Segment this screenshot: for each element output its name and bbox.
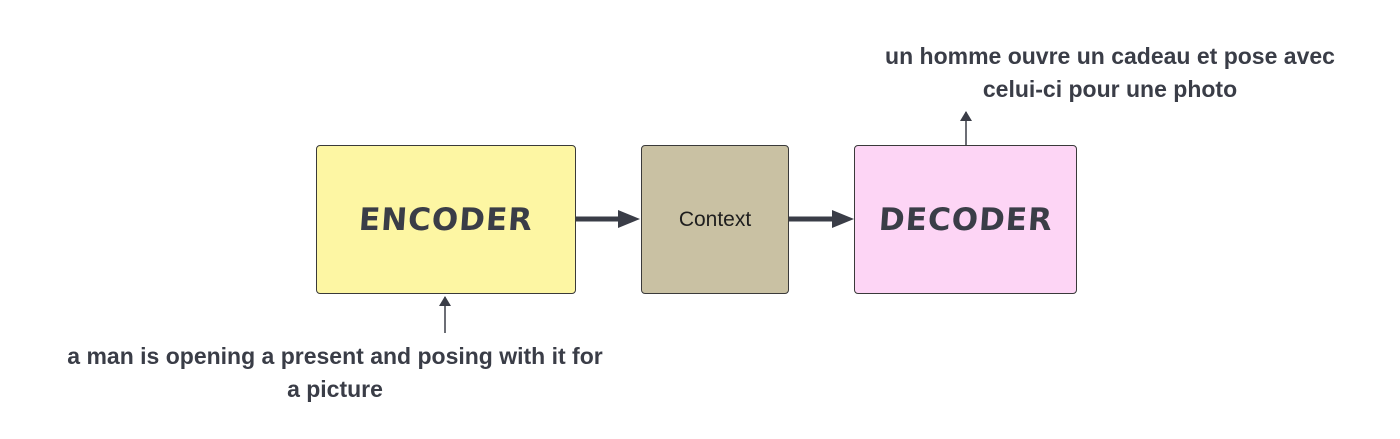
arrowhead-encoder-to-context [618, 210, 640, 228]
context-label: Context [678, 207, 752, 231]
context-box: Context [641, 145, 789, 294]
encoder-label: ENCODER [357, 201, 535, 238]
arrowhead-context-to-decoder [832, 210, 854, 228]
decoder-label: DECODER [877, 201, 1054, 238]
output-sentence: un homme ouvre un cadeau et pose avec ce… [885, 43, 1335, 102]
decoder-box: DECODER [854, 145, 1077, 294]
encoder-box: ENCODER [316, 145, 576, 294]
input-sentence: a man is opening a present and posing wi… [67, 343, 603, 402]
